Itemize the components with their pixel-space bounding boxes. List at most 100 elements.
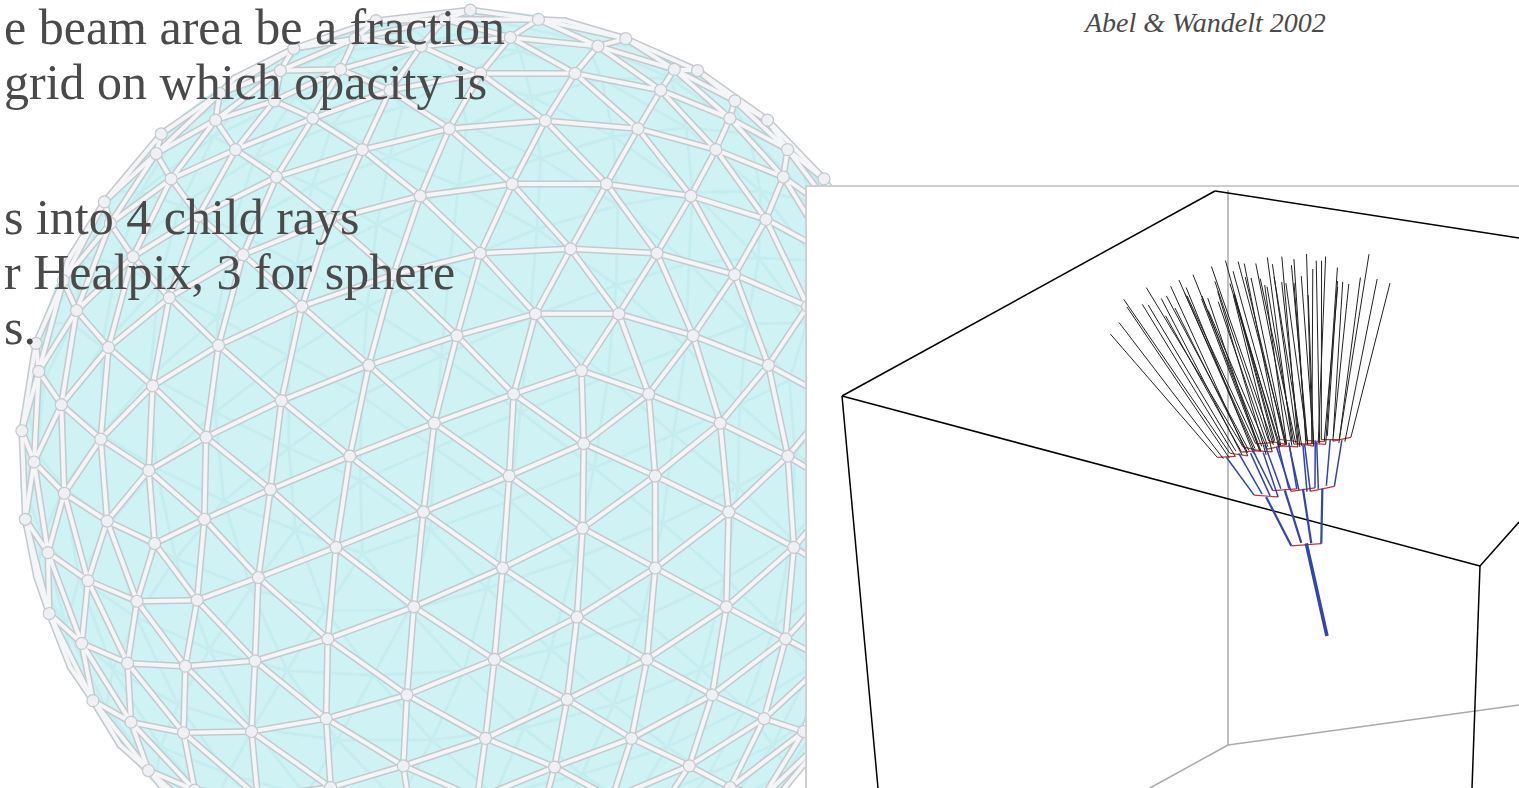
strut [729, 456, 788, 512]
joint [42, 547, 54, 559]
joint [325, 782, 337, 788]
strut [726, 607, 785, 639]
strut [481, 71, 575, 75]
strut [726, 512, 728, 607]
strut [403, 766, 477, 788]
strut [276, 150, 362, 177]
strut [414, 607, 495, 660]
strut [326, 719, 331, 788]
strut [657, 253, 735, 274]
strut [101, 347, 109, 439]
joint [532, 13, 544, 25]
cube-edge [1480, 522, 1519, 566]
strut [328, 607, 414, 639]
strut [423, 476, 509, 512]
strut [414, 568, 503, 607]
joint [43, 608, 55, 620]
strut [149, 386, 153, 470]
strut [653, 476, 657, 568]
strut [169, 298, 218, 346]
strut [149, 470, 155, 543]
joint [504, 31, 516, 43]
joint [692, 65, 704, 77]
strut [22, 431, 25, 520]
joint [649, 562, 661, 574]
strut [350, 423, 434, 456]
strut [577, 617, 647, 659]
strut [486, 699, 568, 738]
strut [571, 249, 657, 253]
strut [270, 456, 349, 489]
joint [529, 308, 541, 320]
strut [423, 512, 502, 568]
strut [131, 722, 195, 788]
strut [128, 663, 186, 666]
ray [1305, 445, 1311, 492]
ray [1226, 457, 1254, 495]
cube-edge [1215, 191, 1519, 238]
cube-edge [1150, 745, 1228, 788]
strut [655, 423, 720, 476]
strut [730, 731, 803, 787]
joint [147, 380, 159, 392]
strut [655, 476, 728, 512]
strut [606, 129, 637, 184]
strut [204, 437, 206, 519]
strut [655, 476, 728, 512]
strut [407, 695, 486, 739]
strut [735, 275, 769, 366]
joint [264, 483, 276, 495]
joint [322, 633, 334, 645]
strut [535, 314, 581, 371]
strut [206, 345, 218, 437]
joint [649, 470, 661, 482]
strut [155, 519, 205, 543]
strut [726, 547, 793, 606]
strut [619, 253, 657, 314]
strut [457, 253, 480, 335]
strut [184, 731, 252, 732]
cube-edge [842, 396, 878, 788]
strut [598, 46, 674, 69]
strut [457, 314, 535, 336]
joint [497, 562, 509, 574]
joint [561, 693, 573, 705]
strut [255, 639, 328, 661]
joint [710, 144, 722, 156]
strut [555, 699, 568, 767]
ray [1266, 497, 1291, 546]
strut [197, 578, 258, 601]
strut [481, 70, 575, 77]
strut [638, 90, 661, 128]
strut [768, 365, 787, 456]
strut [582, 371, 584, 444]
strut [331, 766, 404, 788]
ray [1166, 296, 1249, 451]
strut [350, 456, 424, 512]
strut [584, 394, 649, 444]
strut [649, 336, 693, 394]
strut [545, 121, 606, 184]
joint [613, 308, 625, 320]
strut [545, 121, 606, 184]
joint [571, 611, 583, 623]
strut [281, 306, 302, 400]
strut [720, 423, 728, 512]
ray [1345, 279, 1377, 442]
strut [281, 365, 368, 400]
strut [655, 512, 728, 568]
joint [508, 388, 520, 400]
joint [577, 522, 589, 534]
split-link [1254, 495, 1278, 497]
strut [369, 365, 434, 423]
strut [571, 249, 657, 253]
strut [108, 298, 169, 348]
strut [108, 347, 152, 385]
strut [407, 607, 414, 695]
strut [336, 456, 350, 547]
strut [567, 699, 631, 738]
strut [350, 365, 369, 456]
strut [457, 336, 514, 394]
strut [350, 365, 369, 456]
